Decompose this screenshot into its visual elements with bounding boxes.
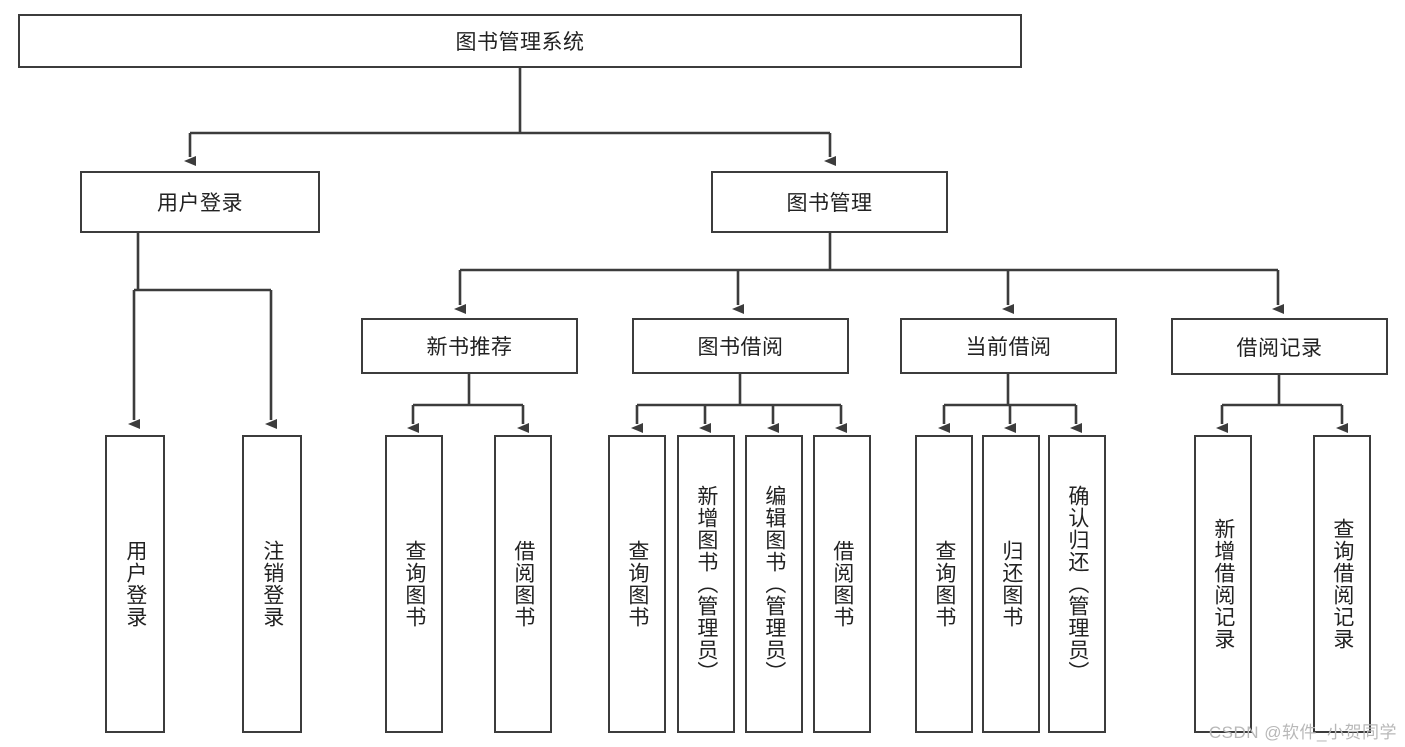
node-root-label: 图书管理系统 <box>455 31 585 54</box>
node-new-book-rec-label: 新书推荐 <box>426 336 513 359</box>
leaf-return-book-label: 归还图书 <box>999 540 1023 628</box>
leaf-borrow-book-2[interactable]: 借阅图书 <box>813 435 871 733</box>
node-current-borrow[interactable]: 当前借阅 <box>900 318 1117 374</box>
leaf-add-record[interactable]: 新增借阅记录 <box>1194 435 1252 733</box>
leaf-return-book[interactable]: 归还图书 <box>982 435 1040 733</box>
leaf-query-book-3[interactable]: 查询图书 <box>915 435 973 733</box>
leaf-borrow-book-1[interactable]: 借阅图书 <box>494 435 552 733</box>
node-current-borrow-label: 当前借阅 <box>965 336 1052 359</box>
leaf-add-record-label: 新增借阅记录 <box>1211 518 1235 650</box>
node-borrow-record[interactable]: 借阅记录 <box>1171 318 1388 375</box>
leaf-user-login-label: 用户登录 <box>123 540 147 628</box>
node-borrow-record-label: 借阅记录 <box>1236 336 1323 360</box>
leaf-confirm-return[interactable]: 确认归还（管理员） <box>1048 435 1106 733</box>
node-user-login[interactable]: 用户登录 <box>80 171 320 233</box>
leaf-user-login[interactable]: 用户登录 <box>105 435 165 733</box>
leaf-add-book-label: 新增图书（管理员） <box>694 485 718 683</box>
leaf-query-book-1[interactable]: 查询图书 <box>385 435 443 733</box>
leaf-confirm-return-label: 确认归还（管理员） <box>1065 485 1089 683</box>
leaf-edit-book[interactable]: 编辑图书（管理员） <box>745 435 803 733</box>
node-new-book-rec[interactable]: 新书推荐 <box>361 318 578 374</box>
leaf-borrow-book-2-label: 借阅图书 <box>830 540 854 628</box>
leaf-edit-book-label: 编辑图书（管理员） <box>762 485 786 683</box>
leaf-query-record-label: 查询借阅记录 <box>1330 518 1354 650</box>
node-book-borrow[interactable]: 图书借阅 <box>632 318 849 374</box>
leaf-query-book-3-label: 查询图书 <box>932 540 956 628</box>
node-root[interactable]: 图书管理系统 <box>18 14 1022 68</box>
leaf-logout-label: 注销登录 <box>260 540 284 628</box>
csdn-watermark: CSDN @软件_小贺同学 <box>1208 723 1397 742</box>
node-book-manage-label: 图书管理 <box>786 192 873 215</box>
leaf-borrow-book-1-label: 借阅图书 <box>511 540 535 628</box>
leaf-query-record[interactable]: 查询借阅记录 <box>1313 435 1371 733</box>
node-book-borrow-label: 图书借阅 <box>697 336 784 359</box>
leaf-query-book-1-label: 查询图书 <box>402 540 426 628</box>
node-book-manage[interactable]: 图书管理 <box>711 171 948 233</box>
leaf-add-book[interactable]: 新增图书（管理员） <box>677 435 735 733</box>
leaf-logout[interactable]: 注销登录 <box>242 435 302 733</box>
leaf-query-book-2-label: 查询图书 <box>625 540 649 628</box>
leaf-query-book-2[interactable]: 查询图书 <box>608 435 666 733</box>
node-user-login-label: 用户登录 <box>157 192 243 215</box>
